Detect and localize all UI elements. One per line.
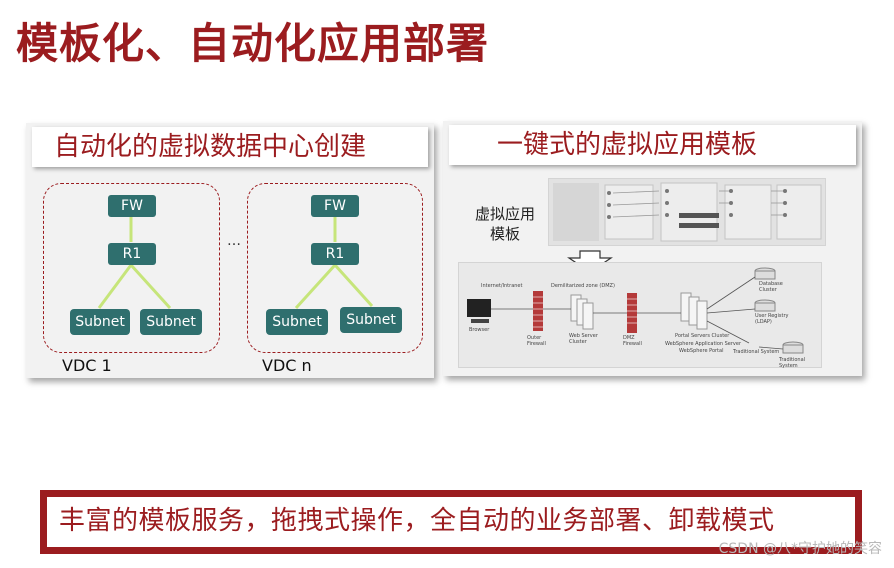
vdc-ellipsis: … [227, 233, 241, 249]
template-label-line2: 模板 [489, 225, 520, 243]
template-label-line1: 虚拟应用 [474, 205, 535, 223]
topology-outer-firewall-label: Outer Firewall [527, 335, 546, 347]
topology-portal-label: WebSphere Portal [679, 348, 724, 354]
topology-database-label: Database Cluster [759, 281, 783, 293]
vdc-n-label: VDC n [262, 356, 312, 375]
vdc-n-group [247, 183, 423, 353]
summary-text: 丰富的模板服务，拖拽式操作，全自动的业务部署、卸载模式 [47, 497, 855, 547]
vdc-n-router-node: R1 [311, 243, 359, 265]
page-title: 模板化、自动化应用部署 [16, 19, 490, 68]
template-label: 虚拟应用 模板 [470, 204, 540, 244]
topology-web-cluster-label: Web Server Cluster [569, 333, 598, 345]
vdc-1-router-node: R1 [108, 243, 156, 265]
topology-portal-cluster-label: Portal Servers Cluster [675, 333, 730, 339]
vdc-n-subnet-node: Subnet [266, 309, 328, 335]
topology-thumbnail: Internet/Intranet Demilitarized zone (DM… [458, 262, 822, 369]
template-panel-header: 一键式的虚拟应用模板 [449, 125, 856, 165]
vdc-1-label: VDC 1 [62, 356, 112, 375]
watermark: CSDN @八*守护她的笑容 [718, 541, 882, 557]
vdc-panel: 自动化的虚拟数据中心创建 [26, 123, 434, 378]
topology-traditional-label: Traditional System [779, 357, 806, 369]
topology-browser-label: Browser [469, 327, 490, 333]
template-thumbnail [548, 178, 826, 246]
vdc-panel-header: 自动化的虚拟数据中心创建 [32, 127, 428, 167]
vdc-1-group [43, 183, 220, 353]
topology-dmz-label: Demilitarized zone (DMZ) [551, 283, 615, 289]
topology-was-label: WebSphere Application Server [665, 341, 742, 347]
topology-dmz-firewall-label: DMZ Firewall [623, 335, 642, 347]
topology-graphic [467, 267, 804, 354]
vdc-n-firewall-node: FW [311, 195, 359, 217]
topology-traditional-label: Traditional System [733, 349, 780, 355]
summary-banner: 丰富的模板服务，拖拽式操作，全自动的业务部署、卸载模式 [40, 490, 862, 554]
vdc-n-subnet-node: Subnet [340, 307, 402, 333]
vdc-1-subnet-node: Subnet [140, 309, 202, 335]
template-thumbnail-graphic [553, 182, 822, 242]
topology-internet-label: Internet/Intranet [481, 283, 523, 289]
topology-user-registry-label: User Registry (LDAP) [755, 313, 789, 325]
vdc-1-firewall-node: FW [108, 195, 156, 217]
vdc-1-subnet-node: Subnet [70, 309, 130, 335]
